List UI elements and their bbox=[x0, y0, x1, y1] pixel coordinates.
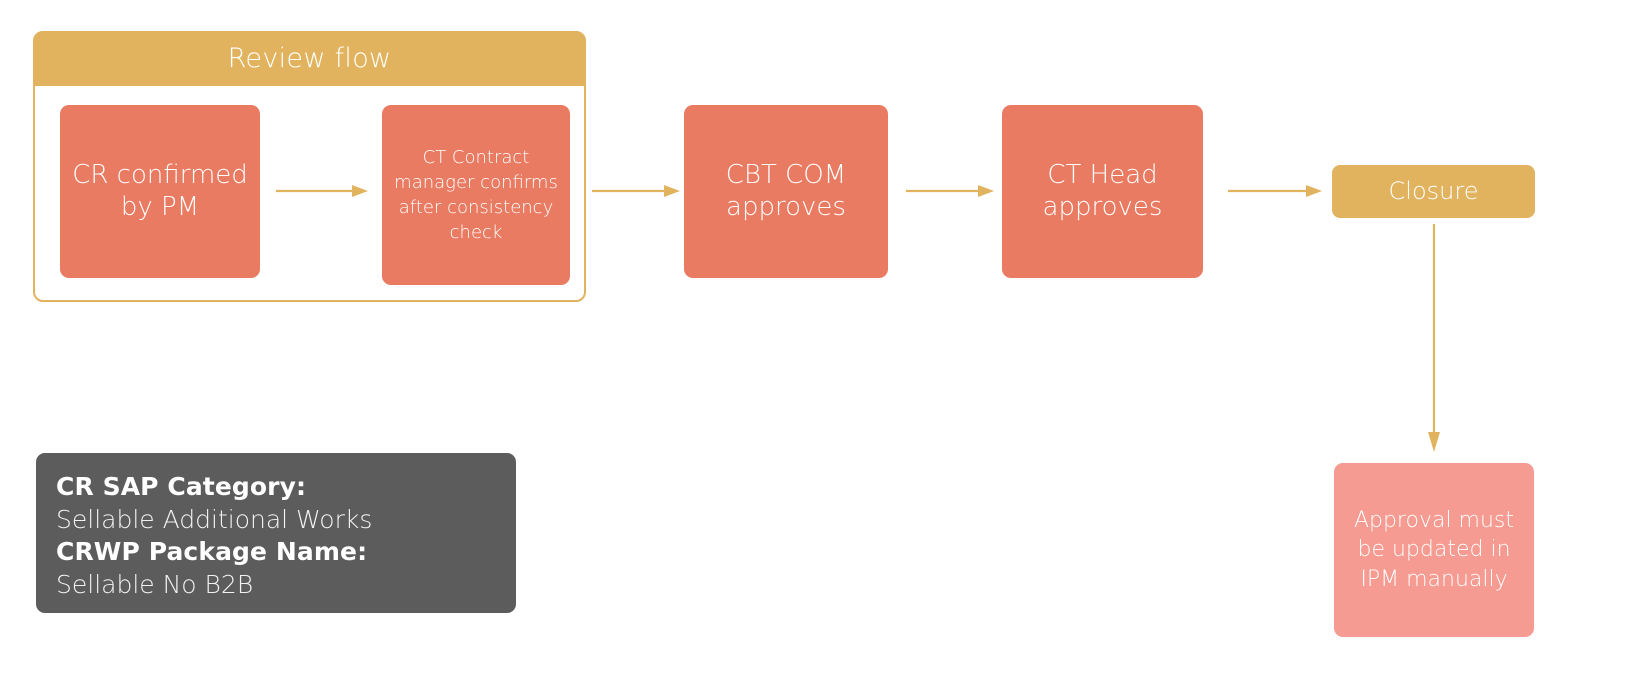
cr-metadata-box: CR SAP Category: Sellable Additional Wor… bbox=[36, 453, 516, 613]
crwp-package-name-label: CRWP Package Name: bbox=[56, 537, 368, 566]
node-ct-contract-manager[interactable]: CT Contract manager confirms after consi… bbox=[382, 105, 570, 285]
node-approval-manual-note[interactable]: Approval must be updated in IPM manually bbox=[1334, 463, 1534, 637]
node-cr-confirmed-by-pm[interactable]: CR confirmed by PM bbox=[60, 105, 260, 278]
node-cr-confirmed-by-pm-label: CR confirmed by PM bbox=[72, 159, 248, 222]
cr-sap-category-value: Sellable Additional Works bbox=[56, 504, 373, 534]
node-closure-label: Closure bbox=[1388, 176, 1479, 205]
node-ct-head-approves[interactable]: CT Head approves bbox=[1002, 105, 1203, 278]
node-approval-manual-note-label: Approval must be updated in IPM manually bbox=[1353, 507, 1515, 592]
cr-sap-category-label: CR SAP Category: bbox=[56, 472, 307, 501]
node-cbt-com-approves[interactable]: CBT COM approves bbox=[684, 105, 888, 278]
arrow-right-icon-cthead-to-closure bbox=[1228, 185, 1322, 197]
node-ct-contract-manager-label: CT Contract manager confirms after consi… bbox=[394, 146, 558, 244]
node-ct-head-approves-label: CT Head approves bbox=[1042, 159, 1163, 222]
crwp-package-name-value: Sellable No B2B bbox=[56, 569, 254, 599]
arrow-right-icon-cr-to-ctcm bbox=[276, 185, 368, 197]
review-flow-header-label: Review flow bbox=[227, 43, 392, 74]
arrow-right-icon-cbtcom-to-cthead bbox=[906, 185, 994, 197]
node-closure[interactable]: Closure bbox=[1332, 165, 1535, 218]
node-cbt-com-approves-label: CBT COM approves bbox=[725, 159, 847, 222]
arrow-right-icon-ctcm-to-cbtcom bbox=[592, 185, 680, 197]
arrow-down-icon-closure-to-approval-note bbox=[1428, 224, 1440, 452]
review-flow-header: Review flow bbox=[33, 31, 586, 86]
